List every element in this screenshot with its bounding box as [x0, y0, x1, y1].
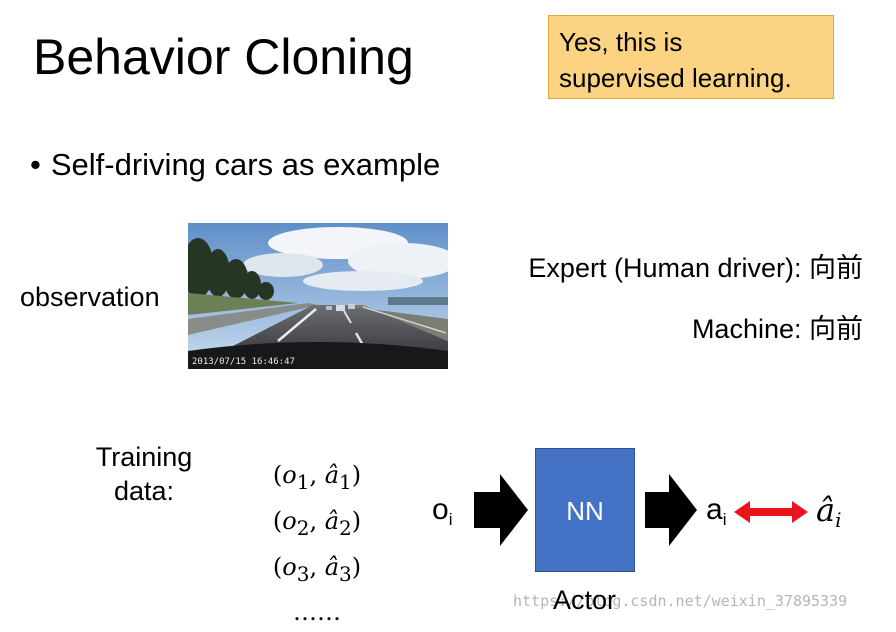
training-pair: (o3, â3)	[272, 552, 362, 586]
training-pair: (o1, â1)	[272, 461, 362, 494]
observation-label: observation	[20, 282, 160, 312]
input-arrow-icon	[474, 474, 528, 546]
double-headed-arrow-icon	[734, 501, 808, 523]
watermark: https://blog.csdn.net/weixin_37895339	[513, 592, 848, 610]
training-label-line-1: Training	[95, 442, 193, 472]
callout-box: Yes, this is supervised learning.	[548, 15, 834, 99]
nn-box	[535, 448, 635, 572]
input-observation: oi	[432, 493, 453, 529]
bullet-dot: •	[30, 147, 41, 182]
machine-label: Machine: 向前	[691, 314, 863, 344]
training-label-line-2: data:	[113, 476, 175, 506]
slide-title: Behavior Cloning	[33, 29, 414, 85]
actor-label: Actor	[553, 585, 617, 615]
bullet-item: • Self-driving cars as example	[30, 145, 440, 185]
training-ellipsis: ……	[293, 598, 341, 627]
expert-label: Expert (Human driver): 向前	[528, 253, 863, 283]
output-arrow-icon	[645, 474, 697, 546]
training-pairs: (o1, â1) (o2, â2) (o3, â3) ……	[262, 456, 372, 632]
callout-line-1: Yes, this is	[559, 27, 683, 57]
target-action: âi	[816, 491, 842, 532]
road-scene-image: 2013/07/15 16:46:47	[188, 223, 448, 369]
dashcam-photo: 2013/07/15 16:46:47	[188, 223, 448, 369]
output-action: ai	[706, 493, 727, 529]
photo-timestamp: 2013/07/15 16:46:47	[192, 357, 295, 367]
training-pair: (o2, â2)	[272, 506, 362, 540]
training-data-label: Training data:	[80, 440, 208, 508]
nn-label: NN	[566, 496, 604, 526]
bullet-text: Self-driving cars as example	[50, 147, 441, 182]
callout-line-2: supervised learning.	[559, 63, 792, 93]
